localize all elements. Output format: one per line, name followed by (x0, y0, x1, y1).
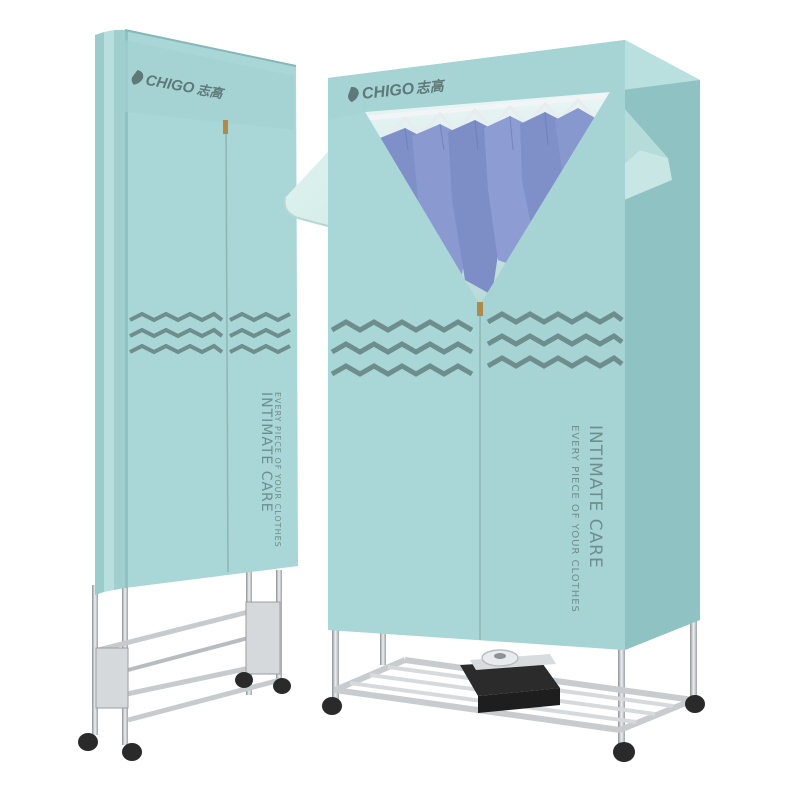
open-dryer: CHIGO 志高 INTIMATE CARE EVERY PIECE OF YO… (283, 40, 705, 762)
open-dryer-frame (332, 610, 697, 745)
brand-name: CHIGO (361, 80, 415, 102)
folded-dryer-cover (95, 29, 298, 595)
folded-slogan-sub: EVERY PIECE OF YOUR CLOTHES (273, 392, 282, 548)
brand-icon (348, 86, 359, 103)
folded-dryer-wheels (78, 672, 291, 761)
folded-dryer-frame (92, 570, 282, 745)
open-slogan-main: INTIMATE CARE (585, 425, 605, 569)
brand-name-cn: 志高 (415, 77, 448, 96)
brand-icon (131, 70, 144, 85)
folded-dryer-zigzag (129, 311, 291, 355)
folded-slogan-main: INTIMATE CARE (258, 392, 274, 513)
open-slogan-sub: EVERY PIECE OF YOUR CLOTHES (569, 425, 580, 613)
open-dryer-zigzag (330, 311, 624, 377)
open-dryer-logo: CHIGO 志高 (348, 77, 448, 103)
heater-unit (460, 649, 560, 713)
open-dryer-wheels (322, 695, 705, 762)
folded-dryer: CHIGO 志高 INTIMATE CARE EVERY PIECE OF YO… (78, 29, 298, 761)
brand-name-cn: 志高 (196, 82, 226, 102)
